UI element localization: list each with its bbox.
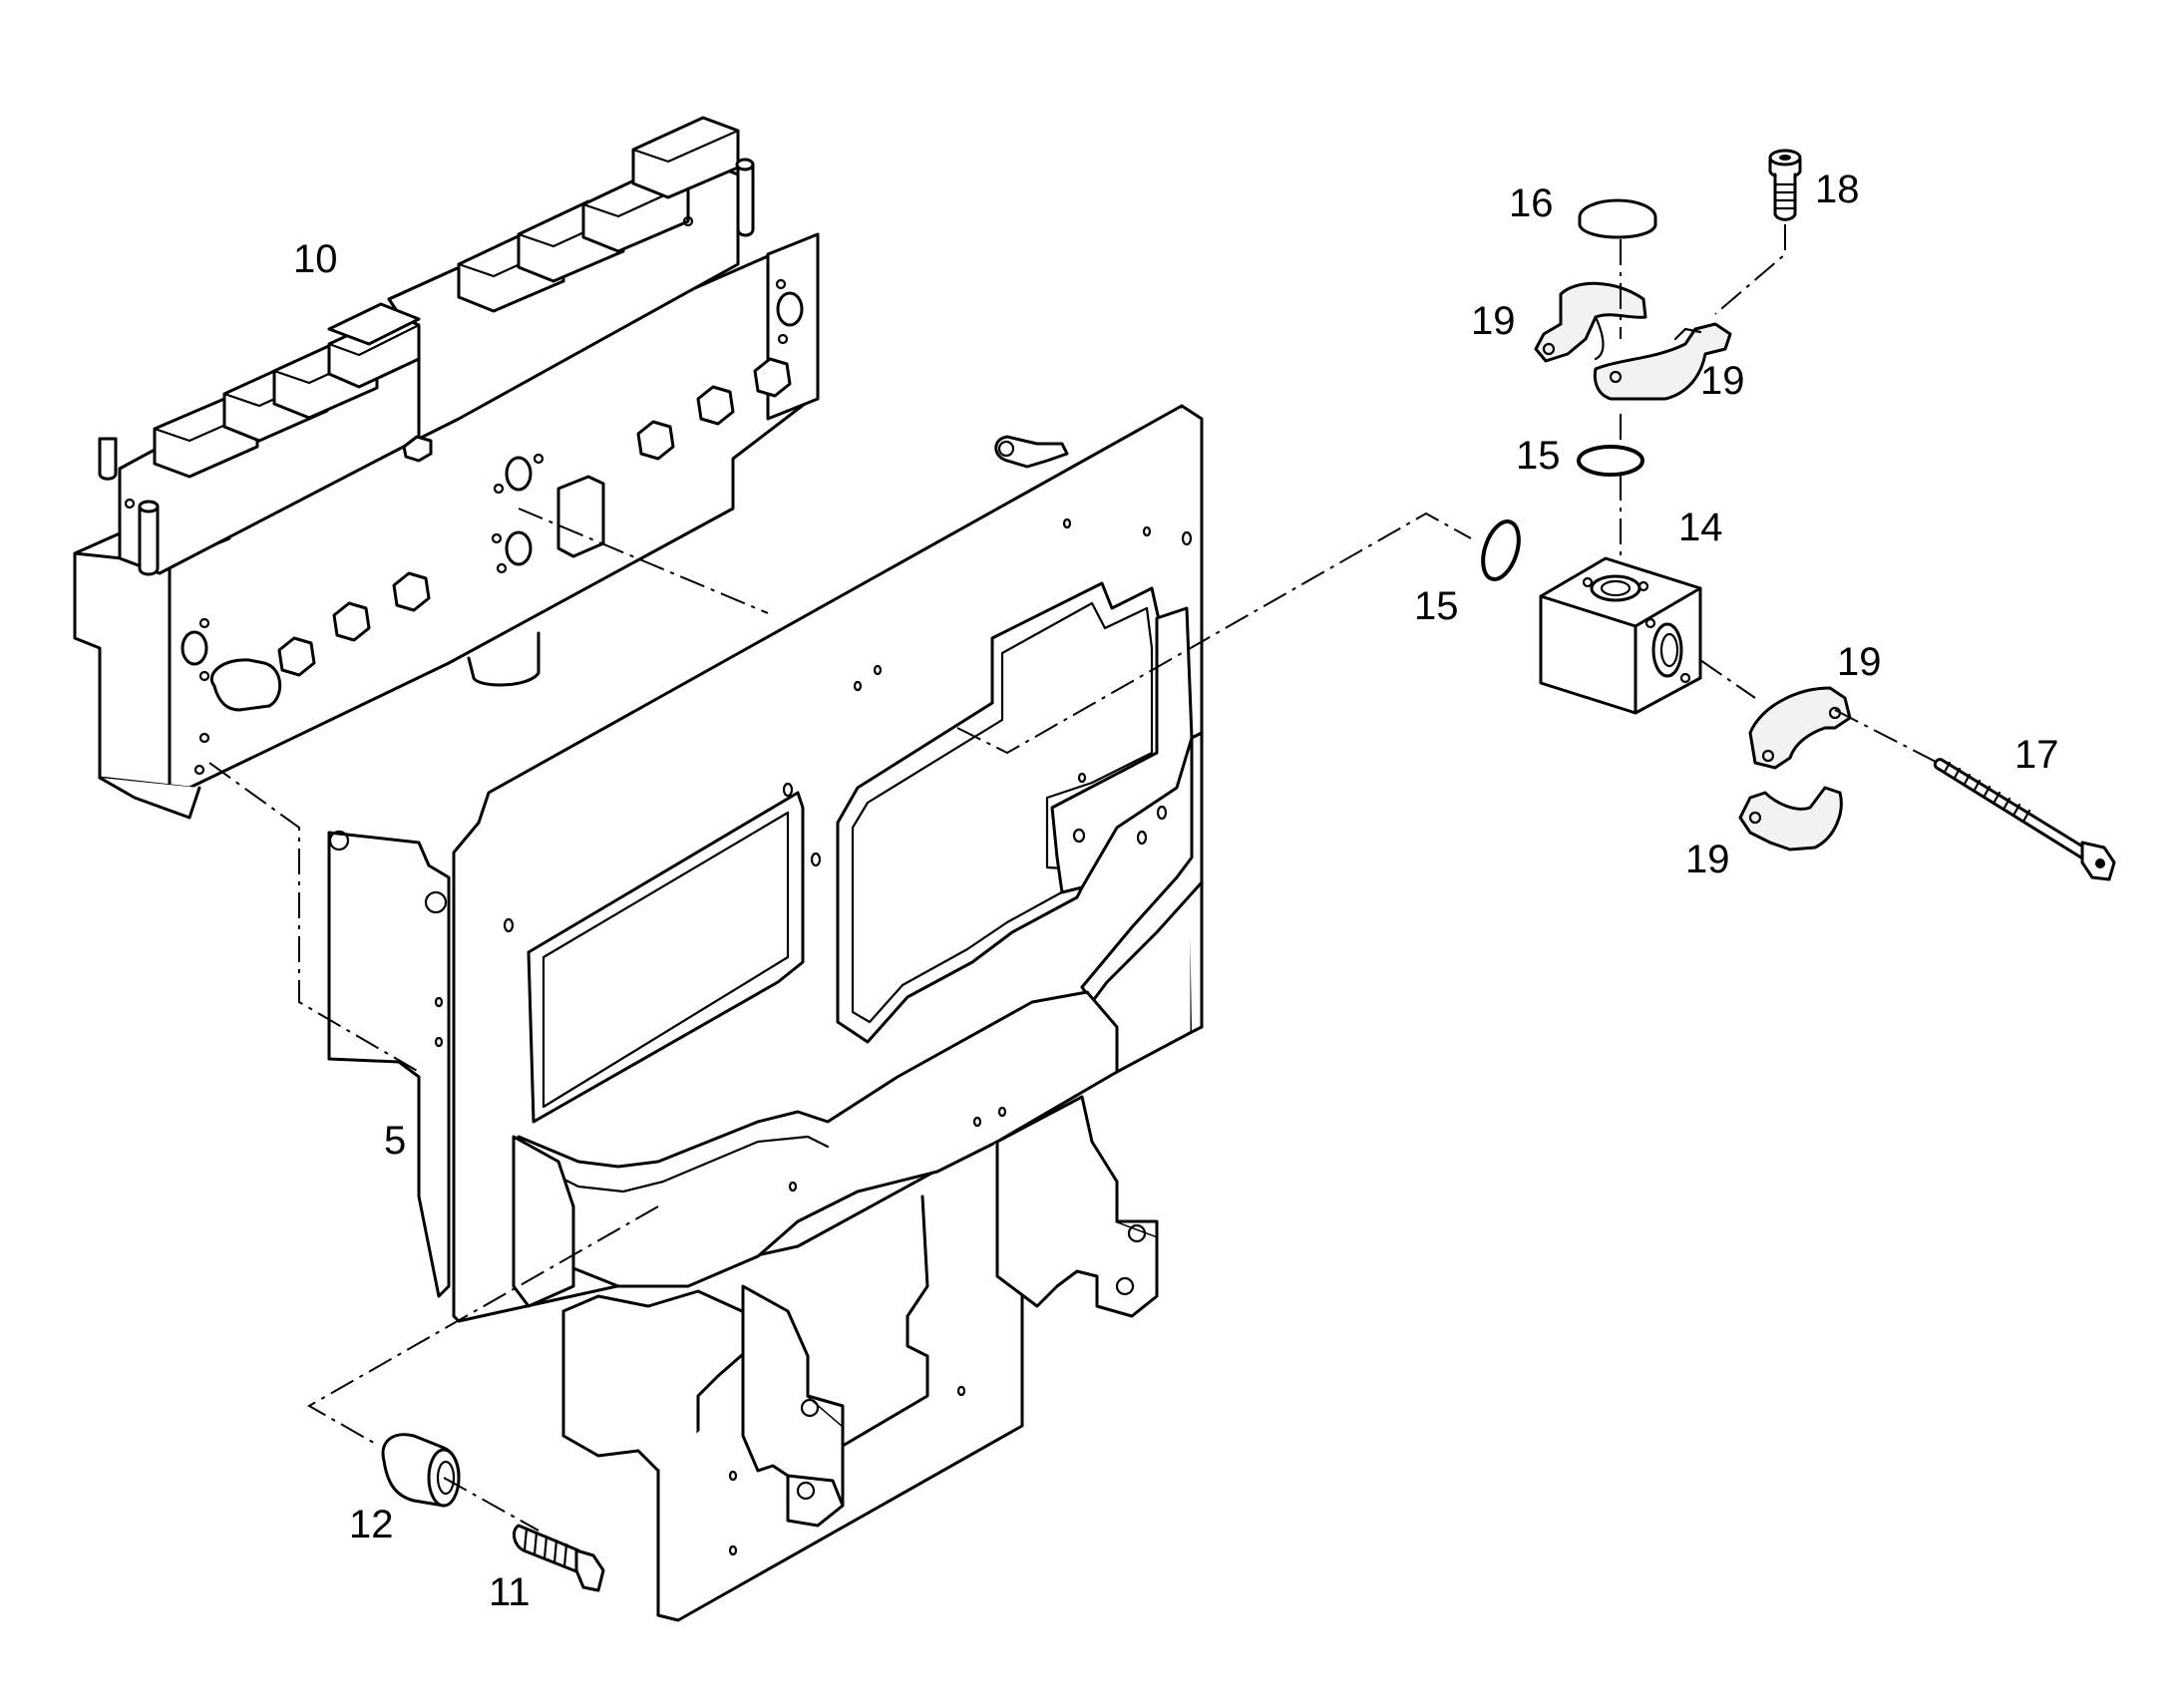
part-19-flange-clamps [1534,281,1852,852]
part-12-sleeve [381,1433,461,1508]
callout-19-right-lower: 19 [1685,838,1730,881]
callout-11: 11 [489,1570,531,1614]
part-15-o-rings [1481,445,1644,581]
callout-15-side: 15 [1414,584,1459,628]
part-5-mounting-frame [327,404,1204,1622]
callout-labels: 5 10 11 12 14 15 15 16 17 18 19 19 19 19 [293,168,2059,1614]
part-11-bolt [512,1524,605,1592]
panel-holes [434,517,1193,1556]
hex-plugs [277,357,792,677]
callout-5: 5 [384,1119,406,1163]
part-14-flange-block [1539,556,1702,715]
callout-19-top-right: 19 [1700,359,1745,403]
part-18-socket-screw [1768,149,1802,221]
part-16-cap [1578,198,1657,239]
part-10-valve-manifold [73,116,820,820]
callout-10: 10 [293,237,338,281]
callout-19-top-left: 19 [1471,299,1516,343]
callout-14: 14 [1678,506,1723,549]
callout-19-right-upper: 19 [1837,640,1882,684]
part-17-long-bolt [1933,758,2116,881]
callout-17: 17 [2014,733,2059,777]
callout-18: 18 [1815,168,1860,211]
callout-15-upper: 15 [1516,434,1561,478]
valve-coils-right [457,116,740,313]
callout-16: 16 [1509,181,1554,225]
valve-coils-left [153,302,421,479]
assembly-centerlines [208,224,1941,1532]
callout-12: 12 [349,1503,394,1546]
